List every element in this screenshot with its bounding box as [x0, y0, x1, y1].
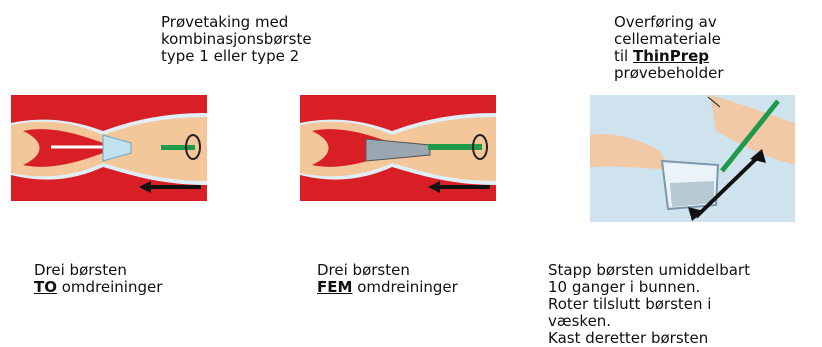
caption-line: kombinasjonsbørste — [161, 31, 312, 48]
instruction-line: Stapp børsten umiddelbart — [548, 262, 750, 279]
instruction-line: TO omdreininger — [34, 279, 162, 296]
instruction-line: væsken. — [548, 313, 750, 330]
instruction-line: Roter tilslutt børsten i — [548, 296, 750, 313]
turn-count: FEM — [317, 278, 352, 296]
illustration-thinprep-vial-transfer — [590, 95, 795, 222]
caption-line: cellemateriale — [614, 31, 724, 48]
instruction-rest: omdreininger — [57, 278, 162, 296]
caption-line: Prøvetaking med — [161, 14, 312, 31]
thinprep-brand: ThinPrep — [633, 47, 709, 65]
instruction-line: FEM omdreininger — [317, 279, 458, 296]
instruction-line: Kast deretter børsten — [548, 330, 750, 347]
step-3-instruction: Stapp børsten umiddelbart 10 ganger i bu… — [548, 262, 750, 347]
sampling-caption: Prøvetaking med kombinasjonsbørste type … — [161, 14, 312, 65]
instruction-rest: omdreininger — [352, 278, 457, 296]
instruction-line: 10 ganger i bunnen. — [548, 279, 750, 296]
turn-count: TO — [34, 278, 57, 296]
caption-line: prøvebeholder — [614, 65, 724, 82]
instruction-line: Drei børsten — [317, 262, 458, 279]
illustration-cervix-brush-2-turns — [11, 95, 207, 201]
step-2-instruction: Drei børsten FEM omdreininger — [317, 262, 458, 296]
caption-line: til ThinPrep — [614, 48, 724, 65]
instruction-line: Drei børsten — [34, 262, 162, 279]
illustration-cervix-brush-5-turns — [300, 95, 496, 201]
caption-line: type 1 eller type 2 — [161, 48, 312, 65]
transfer-caption: Overføring av cellemateriale til ThinPre… — [614, 14, 724, 82]
caption-prefix: til — [614, 47, 633, 65]
step-1-instruction: Drei børsten TO omdreininger — [34, 262, 162, 296]
caption-line: Overføring av — [614, 14, 724, 31]
